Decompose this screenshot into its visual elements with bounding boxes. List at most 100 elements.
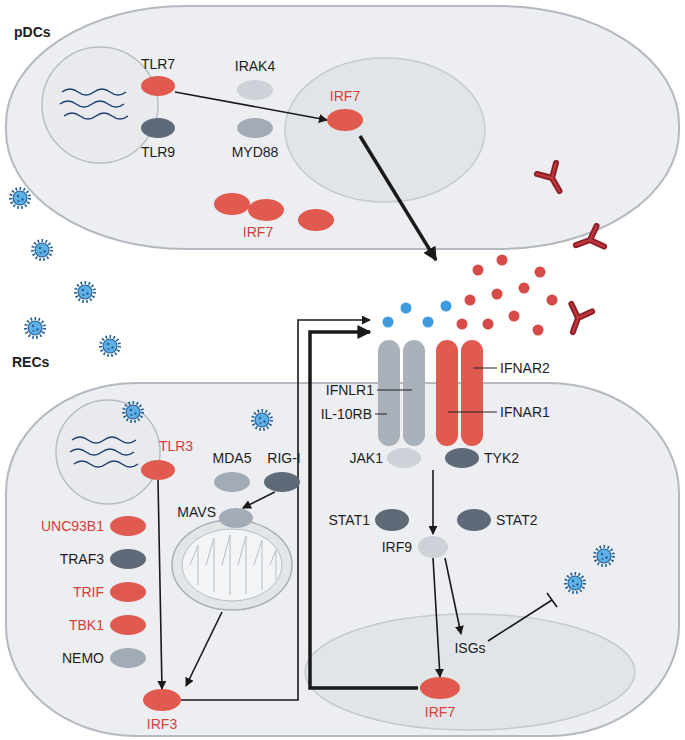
protein-ellipse (298, 209, 334, 231)
gene-label: ISGs (454, 641, 485, 655)
protein-shape (110, 582, 146, 602)
protein-shape (418, 536, 448, 558)
protein-ellipse (143, 689, 181, 711)
protein: UNC93B1 (110, 516, 146, 536)
protein-label: STAT1 (329, 513, 371, 527)
receptor-chain (403, 340, 425, 446)
protein-ellipse (110, 615, 146, 635)
protein-shape (327, 109, 363, 131)
protein: IRF7 (420, 677, 460, 699)
protein-label: MYD88 (232, 145, 279, 159)
protein-ellipse (418, 536, 448, 558)
antibody (537, 163, 604, 336)
protein: TLR3 (141, 460, 175, 480)
protein-label: UNC93B1 (41, 519, 104, 533)
protein: MDA5 (214, 472, 250, 492)
protein: TLR7 (141, 76, 175, 96)
protein-label: JAK1 (350, 451, 383, 465)
protein-label: IRF7 (330, 89, 360, 103)
protein-shape (141, 460, 175, 480)
protein-shape (214, 193, 334, 231)
signal-arrow (158, 480, 162, 689)
protein: IFNAR1 (436, 340, 458, 446)
protein-label: TLR7 (141, 57, 175, 71)
protein-shape (219, 508, 253, 528)
protein: IFNLR1 (403, 340, 425, 446)
protein-label: RIG-I (267, 451, 300, 465)
protein-ellipse (141, 118, 175, 138)
protein-label: IFNAR2 (500, 361, 550, 375)
protein-label: MDA5 (213, 451, 252, 465)
signal-arrow (175, 92, 327, 120)
protein-shape (110, 516, 146, 536)
rec-endosome (56, 400, 160, 504)
type-iii-interferon (383, 301, 452, 328)
pdc-endosome (42, 47, 158, 163)
protein-label: TLR3 (159, 439, 193, 453)
protein-shape (457, 509, 491, 531)
protein-shape (436, 340, 458, 446)
protein-ellipse (237, 118, 273, 138)
protein-label: IFNLR1 (326, 383, 374, 397)
protein-ellipse (327, 109, 363, 131)
protein-ellipse (214, 193, 250, 215)
protein: MAVS (219, 508, 253, 528)
protein-ellipse (420, 677, 460, 699)
protein: STAT1 (375, 509, 409, 531)
protein: TBK1 (110, 615, 146, 635)
protein-ellipse (219, 508, 253, 528)
protein-label: IL-10RB (321, 407, 372, 421)
protein: NEMO (110, 648, 146, 668)
protein-shape (110, 549, 146, 569)
protein-shape (378, 340, 400, 446)
protein: TLR9 (141, 118, 175, 138)
protein-ellipse (457, 509, 491, 531)
protein-label: STAT2 (496, 513, 538, 527)
protein-shape (214, 472, 250, 492)
protein: IRF9 (418, 536, 448, 558)
mitochondrion (172, 520, 292, 610)
protein-label: IRF3 (147, 717, 177, 731)
protein-shape (237, 80, 273, 100)
protein: IRF3 (143, 689, 181, 711)
protein-shape (264, 472, 300, 492)
protein: TRAF3 (110, 549, 146, 569)
protein-ellipse (141, 76, 175, 96)
virus (11, 189, 614, 593)
protein: RIG-I (264, 472, 300, 492)
protein-label: TRAF3 (60, 552, 104, 566)
protein-label: TYK2 (484, 451, 519, 465)
protein-ellipse (110, 582, 146, 602)
rec-nucleus (305, 614, 635, 730)
protein-ellipse (237, 80, 273, 100)
protein-label: MAVS (177, 505, 216, 519)
receptor-chain (378, 340, 400, 446)
protein-label: IFNAR1 (500, 405, 550, 419)
protein-ellipse (110, 516, 146, 536)
protein-label: IRF7 (243, 225, 273, 239)
protein-shape (237, 118, 273, 138)
cell-membrane (6, 383, 679, 736)
protein-shape (445, 448, 479, 468)
pdc-nucleus (285, 58, 485, 202)
protein-shape (141, 118, 175, 138)
protein: IRF7 (214, 193, 334, 231)
signal-arrow (243, 492, 275, 508)
protein-label: TRIF (73, 585, 104, 599)
signal-arrow (433, 558, 440, 677)
cell-label: pDCs (14, 25, 51, 39)
protein: STAT2 (457, 509, 491, 531)
protein-shape (110, 648, 146, 668)
protein-shape (461, 340, 483, 446)
protein-label: IRF9 (382, 540, 412, 554)
protein-ellipse (445, 448, 479, 468)
receptor-chain (461, 340, 483, 446)
protein: TRIF (110, 582, 146, 602)
protein-ellipse (110, 648, 146, 668)
protein-shape (375, 509, 409, 531)
protein-label: NEMO (62, 651, 104, 665)
protein-ellipse (264, 472, 300, 492)
protein-ellipse (375, 509, 409, 531)
protein-ellipse (110, 549, 146, 569)
